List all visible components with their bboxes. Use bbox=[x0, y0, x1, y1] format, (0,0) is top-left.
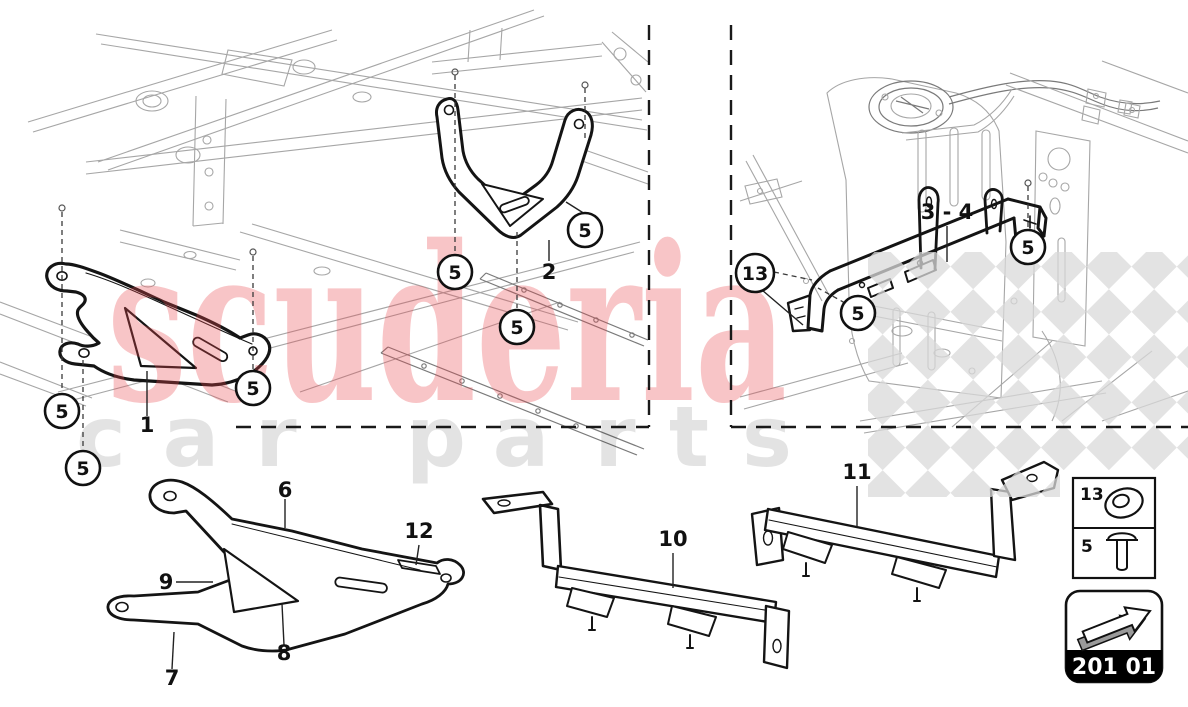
part-label-6[interactable]: 6 bbox=[278, 478, 293, 502]
wm-letter: r bbox=[255, 388, 297, 486]
part-label-8[interactable]: 8 bbox=[277, 641, 292, 665]
wm-letter: r bbox=[594, 388, 636, 486]
callout-5[interactable]: 5 bbox=[566, 211, 604, 249]
callout-5[interactable]: 5 bbox=[498, 308, 536, 346]
wm-letter: t bbox=[669, 388, 709, 486]
hardware-legend: 13 5 bbox=[1071, 476, 1157, 580]
part-1-bracket[interactable] bbox=[45, 261, 272, 387]
part-label-12[interactable]: 12 bbox=[404, 519, 433, 543]
sub-watermark-letters: c a r p a r t s bbox=[76, 388, 792, 486]
part-10-rail-bracket[interactable] bbox=[481, 490, 791, 670]
callout-number: 13 bbox=[742, 263, 768, 285]
callout-5[interactable]: 5 bbox=[64, 449, 102, 487]
wm-letter: p bbox=[406, 388, 466, 486]
washer-icon bbox=[1104, 487, 1144, 519]
callout-13[interactable]: 13 bbox=[734, 252, 776, 294]
part-label-2[interactable]: 2 bbox=[542, 260, 557, 284]
part-group-box[interactable]: 201 01 bbox=[1064, 589, 1164, 684]
legend-row-washer[interactable]: 13 bbox=[1080, 484, 1146, 522]
part-group-code: 201 01 bbox=[1072, 655, 1156, 680]
callout-5[interactable]: 5 bbox=[234, 369, 272, 407]
part-label-10[interactable]: 10 bbox=[658, 527, 687, 551]
bolt-target-icon bbox=[58, 68, 1032, 256]
checkered-flag-watermark-lower bbox=[868, 470, 1060, 497]
callout-number: 5 bbox=[578, 220, 591, 242]
wm-letter: a bbox=[163, 388, 220, 486]
callout-5[interactable]: 5 bbox=[839, 294, 877, 332]
callout-number: 5 bbox=[76, 458, 89, 480]
callout-number: 5 bbox=[246, 378, 259, 400]
legend-row-screw[interactable]: 5 bbox=[1081, 532, 1138, 571]
panel-dividers bbox=[236, 25, 1188, 429]
wm-letter: a bbox=[493, 388, 550, 486]
part-6-y-bracket[interactable] bbox=[106, 478, 465, 653]
watermark: scuderia c a r p a r t s bbox=[76, 198, 1188, 497]
part-label-3-4[interactable]: 3 - 4 bbox=[921, 200, 974, 224]
part-label-9[interactable]: 9 bbox=[159, 570, 174, 594]
part-label-11[interactable]: 11 bbox=[842, 460, 871, 484]
callout-number: 5 bbox=[510, 317, 523, 339]
part-label-7[interactable]: 7 bbox=[165, 666, 180, 690]
callouts: 5 5 5 5 5 5 13 5 5 bbox=[43, 211, 1047, 487]
callout-5[interactable]: 5 bbox=[436, 253, 474, 291]
brand-watermark-text: scuderia bbox=[107, 198, 787, 451]
part-group-code-band bbox=[1066, 650, 1162, 682]
callout-number: 5 bbox=[448, 262, 461, 284]
screw-icon bbox=[1106, 532, 1138, 571]
callout-number: 5 bbox=[55, 401, 68, 423]
part-number-labels: 1 2 3 - 4 6 12 9 8 7 10 11 bbox=[140, 200, 974, 690]
part-label-1[interactable]: 1 bbox=[140, 413, 155, 437]
leader-lines bbox=[58, 68, 1032, 670]
callout-5[interactable]: 5 bbox=[1009, 228, 1047, 266]
callout-5[interactable]: 5 bbox=[43, 392, 81, 430]
arrow-icon bbox=[1076, 606, 1152, 652]
wm-letter: s bbox=[742, 388, 792, 486]
callout-number: 5 bbox=[1021, 237, 1034, 259]
legend-number: 5 bbox=[1081, 537, 1093, 557]
callout-number: 5 bbox=[851, 303, 864, 325]
checkered-flag-watermark bbox=[868, 252, 1188, 470]
legend-number: 13 bbox=[1080, 485, 1104, 505]
